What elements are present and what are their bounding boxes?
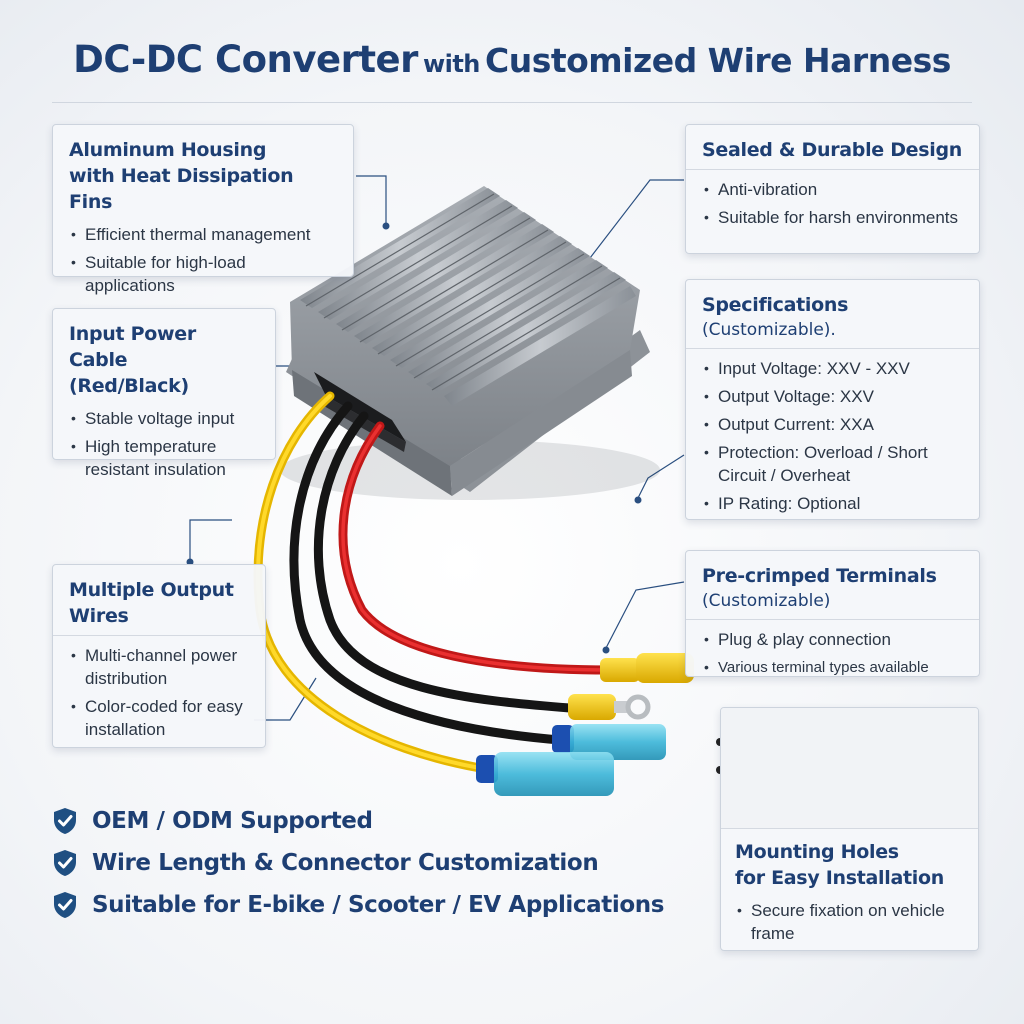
- sealed-durable-card: Sealed & Durable Design Anti-vibration S…: [685, 124, 980, 254]
- converter-housing: [280, 186, 660, 500]
- bullet-item: Secure fixation on vehicle frame: [735, 899, 964, 945]
- card-title: Specifications: [702, 294, 849, 316]
- card-title: Multiple Output: [69, 579, 234, 601]
- card-title: Input Power Cable: [69, 323, 196, 371]
- leader-lines: [189, 175, 685, 721]
- feature-label: OEM / ODM Supported: [92, 808, 373, 834]
- bullet-item: Output Voltage: XXV: [702, 385, 963, 408]
- feature-label: Suitable for E-bike / Scooter / EV Appli…: [92, 892, 665, 918]
- bullet-item: Protection: Overload / Short Circuit / O…: [702, 441, 963, 487]
- card-divider: [686, 169, 979, 170]
- bullet-item: Various terminal types available: [702, 656, 963, 679]
- check-shield-icon: [54, 808, 76, 834]
- feature-item: OEM / ODM Supported: [52, 800, 664, 842]
- bullet-item: Input Voltage: XXV - XXV: [702, 357, 963, 380]
- title-divider: [52, 102, 972, 103]
- feature-label: Wire Length & Connector Customization: [92, 850, 599, 876]
- bullet-item: Color-coded for easy installation: [69, 695, 249, 741]
- card-divider: [53, 635, 265, 636]
- page-title: DC-DC Converter with Customized Wire Har…: [0, 38, 1024, 81]
- card-title: Pre-crimped Terminals: [702, 565, 937, 587]
- card-subtitle: (Customizable): [702, 591, 831, 611]
- pre-crimped-terminals-card: Pre-crimped Terminals (Customizable) Plu…: [685, 550, 980, 679]
- aluminum-housing-card: Aluminum Housing with Heat Dissipation F…: [52, 124, 354, 295]
- bullet-item: Suitable for harsh environments: [702, 206, 963, 229]
- bullet-item: Suitable for high-load applications: [69, 251, 337, 297]
- title-part1: DC-DC Converter: [73, 38, 418, 81]
- input-power-cable-card: Input Power Cable (Red/Black) Stable vol…: [52, 308, 276, 479]
- card-title: Mounting Holes: [735, 841, 899, 863]
- title-part2: with: [422, 50, 480, 78]
- card-subtitle: (Customizable).: [702, 320, 836, 340]
- card-title: with Heat Dissipation Fins: [69, 165, 294, 213]
- check-shield-icon: [54, 850, 76, 876]
- specifications-card: Specifications (Customizable). Input Vol…: [685, 279, 980, 520]
- bullet-item: High temperature resistant insulation: [69, 435, 259, 481]
- card-divider: [686, 348, 979, 349]
- bullet-item: Anti-vibration: [702, 178, 963, 201]
- multiple-output-wires-card: Multiple Output Wires Multi-channel powe…: [52, 564, 266, 748]
- terminal-photo: [721, 708, 978, 829]
- leader-dots: [186, 222, 642, 654]
- card-divider: [686, 619, 979, 620]
- bullet-item: Stable voltage input: [69, 407, 259, 430]
- card-title: for Easy Installation: [735, 867, 944, 889]
- heat-sink-fins: [300, 188, 636, 406]
- pre-crimped-terminals: [476, 653, 694, 796]
- bullet-item: Plug & play connection: [702, 628, 963, 651]
- bullet-item: Output Current: XXA: [702, 413, 963, 436]
- card-title: Wires: [69, 605, 129, 627]
- card-title: Aluminum Housing: [69, 139, 267, 161]
- bullet-item: Multi-channel power distribution: [69, 644, 249, 690]
- feature-item: Suitable for E-bike / Scooter / EV Appli…: [52, 884, 664, 926]
- card-title: (Red/Black): [69, 375, 189, 397]
- check-shield-icon: [54, 892, 76, 918]
- bullet-item: IP Rating: Optional: [702, 492, 963, 515]
- bullet-item: Efficient thermal management: [69, 223, 337, 246]
- feature-list: OEM / ODM Supported Wire Length & Connec…: [52, 800, 664, 926]
- mounting-holes-card: Mounting Holes for Easy Installation Sec…: [720, 707, 979, 951]
- feature-item: Wire Length & Connector Customization: [52, 842, 664, 884]
- card-title: Sealed & Durable Design: [702, 139, 963, 161]
- title-part3: Customized Wire Harness: [484, 41, 951, 80]
